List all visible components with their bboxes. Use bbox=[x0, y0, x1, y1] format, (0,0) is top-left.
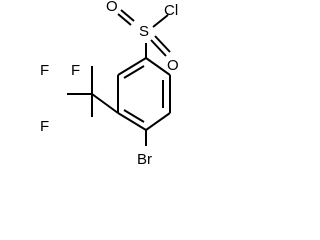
benzene-ring bbox=[117, 57, 171, 131]
ring-bond bbox=[117, 57, 147, 76]
sulfur-oxygen-double-bond bbox=[154, 35, 171, 53]
ring-bond bbox=[117, 112, 147, 131]
sulfur-oxygen-double-bond bbox=[150, 39, 167, 57]
sulfur-label: S bbox=[139, 23, 149, 40]
ring-bond bbox=[145, 57, 171, 76]
fluorine-top-right-label: F bbox=[71, 62, 80, 79]
sulfur-oxygen-double-bond bbox=[117, 13, 132, 26]
ring-carbon-bond bbox=[91, 93, 119, 114]
fluorine-top-left-label: F bbox=[40, 62, 49, 79]
bromine-substituent: Br bbox=[137, 130, 152, 168]
oxygen-top-label: O bbox=[106, 0, 118, 15]
sulfur-oxygen-double-bond bbox=[120, 9, 135, 22]
trifluoromethyl-group: F F F bbox=[40, 62, 119, 135]
bromine-label: Br bbox=[137, 151, 152, 168]
sulfonyl-chloride-group: S Cl O O bbox=[106, 0, 179, 74]
ring-double-bond bbox=[123, 109, 145, 123]
sulfur-chlorine-bond bbox=[152, 14, 169, 28]
chemical-structure-diagram: S Cl O O F F F Br bbox=[40, 0, 179, 168]
chlorine-label: Cl bbox=[164, 2, 178, 19]
oxygen-bottom-label: O bbox=[167, 57, 179, 74]
ring-double-bond bbox=[123, 65, 145, 79]
ring-bond bbox=[145, 112, 171, 131]
fluorine-bottom-label: F bbox=[40, 118, 49, 135]
